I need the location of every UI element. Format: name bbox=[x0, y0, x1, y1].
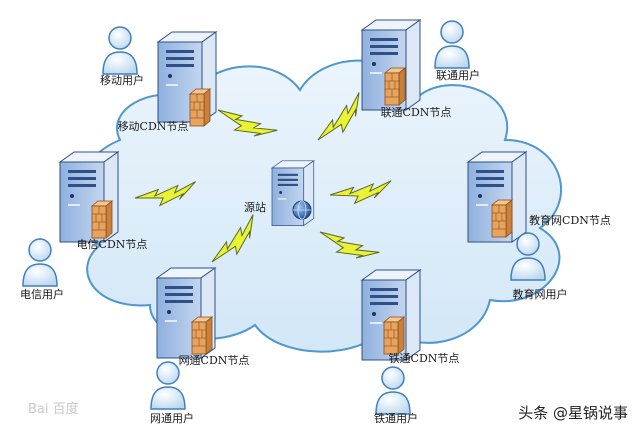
user-label-net: 网通用户 bbox=[150, 412, 194, 425]
firewall-icon-edu bbox=[491, 199, 513, 238]
node-label-mobile: 移动CDN节点 bbox=[117, 120, 189, 133]
watermark: Bai 百度 bbox=[28, 402, 79, 417]
user-label-telecom: 电信用户 bbox=[20, 288, 64, 301]
credit-text: 头条 @星锅说事 bbox=[518, 404, 628, 422]
firewall-icon-mobile bbox=[189, 88, 211, 127]
user-label-edu: 教育网用户 bbox=[512, 288, 568, 301]
firewall-icon-rail bbox=[383, 316, 405, 355]
firewall-icon-unicom bbox=[384, 67, 406, 106]
user-label-mobile: 移动用户 bbox=[100, 74, 144, 87]
firewall-icon-net bbox=[191, 316, 213, 355]
node-label-unicom: 联通CDN节点 bbox=[380, 106, 452, 119]
user-icon-mobile bbox=[102, 26, 138, 75]
node-label-edu: 教育网CDN节点 bbox=[529, 214, 611, 227]
user-icon-net bbox=[150, 361, 186, 410]
user-icon-unicom bbox=[434, 20, 470, 69]
globe-icon bbox=[292, 200, 312, 220]
user-icon-telecom bbox=[22, 238, 58, 287]
node-label-rail: 铁通CDN节点 bbox=[388, 352, 460, 365]
user-icon-rail bbox=[375, 366, 411, 415]
source-label: 源站 bbox=[244, 201, 266, 214]
node-label-telecom: 电信CDN节点 bbox=[76, 238, 148, 251]
user-label-unicom: 联通用户 bbox=[436, 69, 480, 82]
user-label-rail: 铁通用户 bbox=[374, 412, 418, 425]
firewall-icon-telecom bbox=[91, 200, 113, 239]
node-label-net: 网通CDN节点 bbox=[178, 354, 250, 367]
